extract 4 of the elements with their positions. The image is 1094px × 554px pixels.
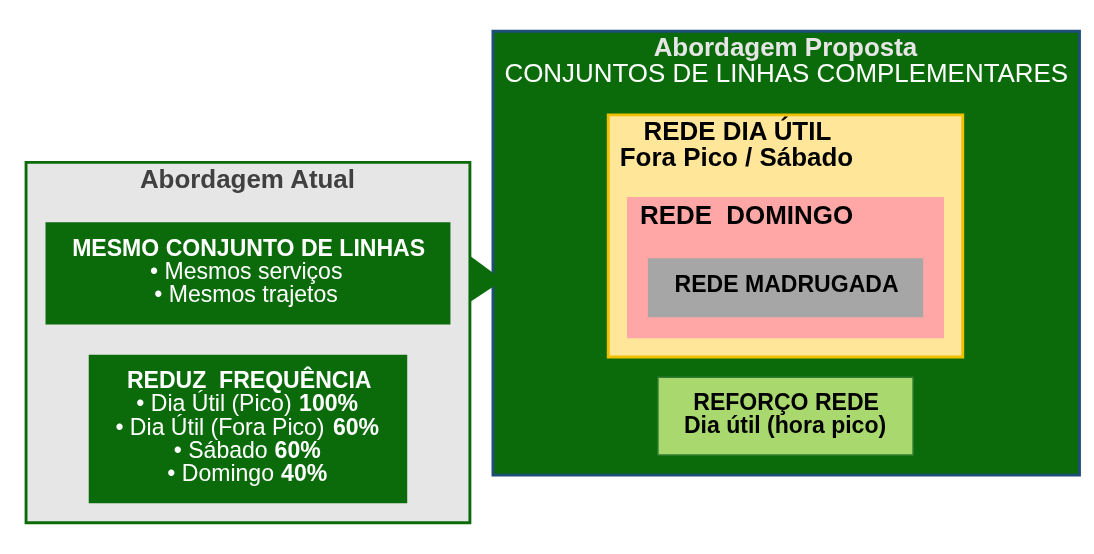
node-box: REFORÇO REDE Dia útil (hora pico) <box>657 376 914 456</box>
node-box: MESMO CONJUNTO DE LINHAS • Mesmos serviços • Mesmos trajetos <box>45 222 451 325</box>
node-box: REDUZ FREQUÊNCIA • Dia Útil (Pico) 100% • Dia Útil (Fora Pico) 60% • Sábado 60% • Domingo 40% <box>88 354 408 504</box>
node-box: REDE MADRUGADA <box>647 258 924 318</box>
